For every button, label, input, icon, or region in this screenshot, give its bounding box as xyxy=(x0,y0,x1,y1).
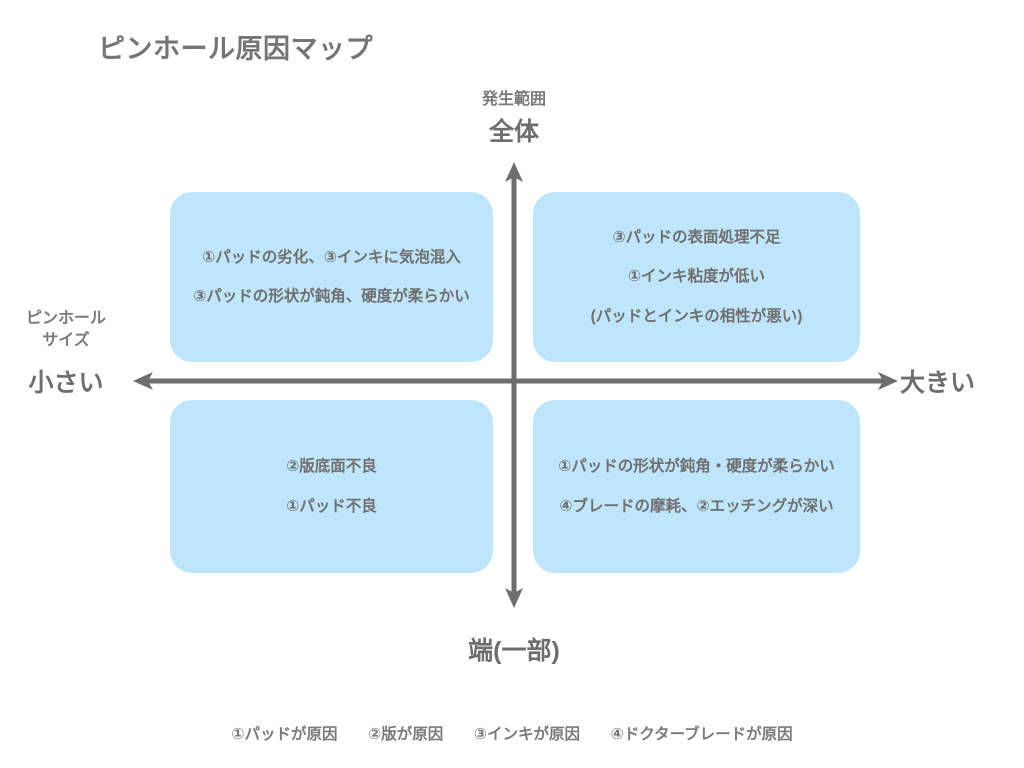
legend: ①パッドが原因 ②版が原因 ③インキが原因 ④ドクターブレードが原因 xyxy=(0,722,1024,744)
quadrant-top-left: ①パッドの劣化、③インキに気泡混入 ③パッドの形状が鈍角、硬度が柔らかい xyxy=(170,192,493,362)
quadrant-bottom-right-line-2: ④ブレードの摩耗、②エッチングが深い xyxy=(559,497,834,515)
quadrant-top-right-line-2: ①インキ粘度が低い xyxy=(627,268,766,286)
quadrant-top-right: ③パッドの表面処理不足 ①インキ粘度が低い (パッドとインキの相性が悪い) xyxy=(533,192,860,362)
horizontal-axis-caption-line1: ピンホール xyxy=(25,310,106,327)
horizontal-axis-right-pole: 大きい xyxy=(900,369,976,397)
legend-item-3: ③インキが原因 xyxy=(473,726,580,743)
quadrant-bottom-left-line-2: ①パッド不良 xyxy=(286,497,377,515)
legend-item-4: ④ドクターブレードが原因 xyxy=(610,726,793,743)
vertical-axis-caption: 発生範囲 xyxy=(481,91,546,108)
vertical-axis-bottom-pole: 端(一部) xyxy=(468,637,560,665)
quadrant-bottom-right: ①パッドの形状が鈍角・硬度が柔らかい ④ブレードの摩耗、②エッチングが深い xyxy=(533,400,860,573)
quadrant-top-left-line-1: ①パッドの劣化、③インキに気泡混入 xyxy=(202,248,461,266)
quadrant-top-right-line-1: ③パッドの表面処理不足 xyxy=(612,228,781,246)
quadrant-bottom-left-line-1: ②版底面不良 xyxy=(286,458,377,475)
horizontal-axis-caption-line2: サイズ xyxy=(42,331,90,349)
quadrant-top-left-line-2: ③パッドの形状が鈍角、硬度が柔らかい xyxy=(193,288,470,305)
axis-arrow-right xyxy=(878,372,898,390)
horizontal-axis-left-pole: 小さい xyxy=(28,369,104,397)
quadrant-bottom-right-line-1: ①パッドの形状が鈍角・硬度が柔らかい xyxy=(558,458,835,475)
quadrant-top-right-line-3: (パッドとインキの相性が悪い) xyxy=(590,307,803,325)
page-title: ピンホール原因マップ xyxy=(98,34,373,64)
horizontal-axis-caption: ピンホール サイズ xyxy=(8,308,124,351)
axis-arrow-left xyxy=(133,372,153,390)
vertical-axis-top-pole: 全体 xyxy=(488,118,539,146)
axis-arrow-up xyxy=(505,162,523,182)
quadrant-bottom-left: ②版底面不良 ①パッド不良 xyxy=(170,400,493,573)
legend-item-1: ①パッドが原因 xyxy=(231,726,338,743)
axis-arrow-down xyxy=(505,588,523,608)
legend-item-2: ②版が原因 xyxy=(368,726,444,743)
